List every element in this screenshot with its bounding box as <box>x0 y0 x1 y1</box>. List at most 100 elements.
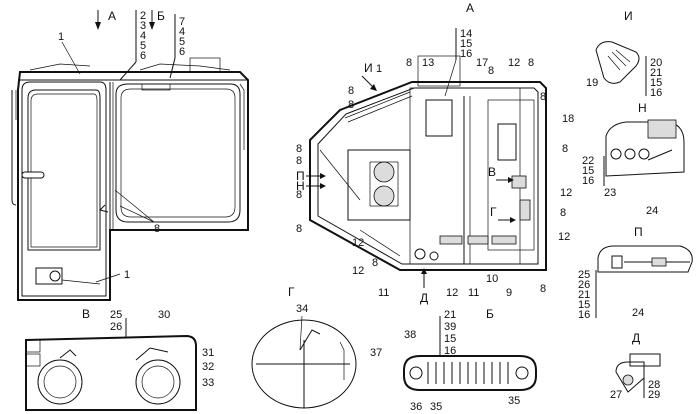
stack-label: 15 <box>582 165 594 177</box>
callout-label: 32 <box>202 361 214 373</box>
stack-label: 29 <box>648 389 660 401</box>
stack-label: 28 <box>648 379 660 391</box>
callout-label: 18 <box>562 113 574 125</box>
stack-label: 5 <box>140 40 146 52</box>
detail-view-b: Б 21 39 15 16 38 37 36 35 35 <box>370 307 537 413</box>
callout-label: 11 <box>378 287 389 299</box>
callout-label: 8 <box>348 85 354 97</box>
detail-view-i: И 20 21 15 16 19 <box>586 9 662 99</box>
stack-label: 15 <box>444 333 456 345</box>
callout-label: 8 <box>406 57 412 69</box>
callout-label: 8 <box>528 57 534 69</box>
callout-label: 1 <box>58 31 64 43</box>
callout-label: 8 <box>348 99 354 111</box>
stack-label: 20 <box>650 57 662 69</box>
callout-label: 17 <box>476 57 488 69</box>
callout-label: 33 <box>202 377 214 389</box>
stack-label: 7 <box>179 16 185 28</box>
stack-label: 16 <box>444 345 456 357</box>
stack-label: 6 <box>140 50 146 62</box>
callout-label: 8 <box>296 143 302 155</box>
callout-label: 37 <box>370 347 382 359</box>
callout-label: 27 <box>610 389 622 401</box>
callout-label: 8 <box>154 223 160 235</box>
callout-label: 8 <box>562 143 568 155</box>
callout-label: 1 <box>376 63 382 75</box>
view-arrow-a-label: А <box>108 9 116 23</box>
arrow-p-label: П <box>296 169 305 183</box>
callout-label: 8 <box>296 189 302 201</box>
callout-label: 31 <box>202 347 214 359</box>
callout-label: 8 <box>296 223 302 235</box>
view-b-title: Б <box>486 307 494 321</box>
stack-label: 16 <box>650 87 662 99</box>
callout-label: 24 <box>632 307 644 319</box>
stack-label: 5 <box>179 36 185 48</box>
view-arrow-b-label: Б <box>157 9 165 23</box>
stack-label: 4 <box>140 30 146 42</box>
cab-outline <box>17 71 249 301</box>
view-n-title: Н <box>638 101 647 115</box>
callout-label: 10 <box>486 273 498 285</box>
stack-label: 4 <box>179 26 185 38</box>
callout-label: 8 <box>540 283 546 295</box>
callout-label: 12 <box>560 187 572 199</box>
arrow-n-label: Н <box>296 179 305 193</box>
arrow-g-label: Г <box>490 205 497 219</box>
cab-front-view: А Б 2 3 4 5 6 7 4 5 6 <box>11 9 249 301</box>
stack-label: 26 <box>578 279 590 291</box>
stack-label: 15 <box>650 77 662 89</box>
callout-label: 13 <box>422 57 434 69</box>
stack-label: 25 <box>110 309 122 321</box>
callout-stack-front-right: 7 4 5 6 <box>169 14 185 79</box>
view-p-title: П <box>634 225 643 239</box>
stack-label: 21 <box>578 289 590 301</box>
detail-view-p: П 25 26 21 15 16 24 <box>578 225 693 321</box>
stack-label: 21 <box>650 67 662 79</box>
stack-label: 16 <box>582 175 594 187</box>
stack-label: 14 <box>460 28 472 40</box>
callout-label: 8 <box>488 65 494 77</box>
stack-label: 25 <box>578 269 590 281</box>
stack-label: 6 <box>179 46 185 58</box>
callout-label: 23 <box>604 187 616 199</box>
callout-label: 24 <box>646 205 658 217</box>
arrow-d-label: Д <box>420 291 428 305</box>
callout-label: 30 <box>158 309 170 321</box>
arrow-i-label: И <box>364 61 373 75</box>
detail-view-g: Г 34 <box>251 285 357 409</box>
callout-label: 38 <box>404 329 416 341</box>
stack-label: 26 <box>110 321 122 333</box>
callout-label: 36 <box>410 401 422 413</box>
detail-view-n: Н 22 15 16 23 24 <box>582 101 685 217</box>
callout-label: 8 <box>560 207 566 219</box>
stack-label: 39 <box>444 321 456 333</box>
stack-label: 15 <box>460 38 472 50</box>
stack-label: 15 <box>578 299 590 311</box>
callout-label: 8 <box>296 155 302 167</box>
callout-label: 1 <box>124 269 130 281</box>
arrow-v-label: В <box>488 165 496 179</box>
cab-plan-view: А 14 15 16 И 1 <box>296 1 574 305</box>
callout-label: 11 <box>468 287 479 299</box>
callout-label: 34 <box>296 303 308 315</box>
callout-label: 12 <box>352 265 364 277</box>
stack-label: 22 <box>582 155 594 167</box>
callout-label: 12 <box>352 237 364 249</box>
main-view-title: А <box>466 1 474 15</box>
callout-label: 19 <box>586 77 598 89</box>
stack-label: 16 <box>578 309 590 321</box>
callout-label: 35 <box>508 395 520 407</box>
callout-label: 8 <box>372 257 378 269</box>
view-v-title: В <box>82 307 90 321</box>
view-d-title: Д <box>632 331 640 345</box>
stack-label: 16 <box>460 48 472 60</box>
stack-label: 21 <box>444 309 456 321</box>
stack-label: 2 <box>140 10 146 22</box>
detail-view-d: Д 28 29 27 <box>610 331 661 401</box>
callout-label: 12 <box>558 231 570 243</box>
view-i-title: И <box>624 9 633 23</box>
detail-view-v: В 25 26 30 31 32 33 <box>25 307 214 411</box>
